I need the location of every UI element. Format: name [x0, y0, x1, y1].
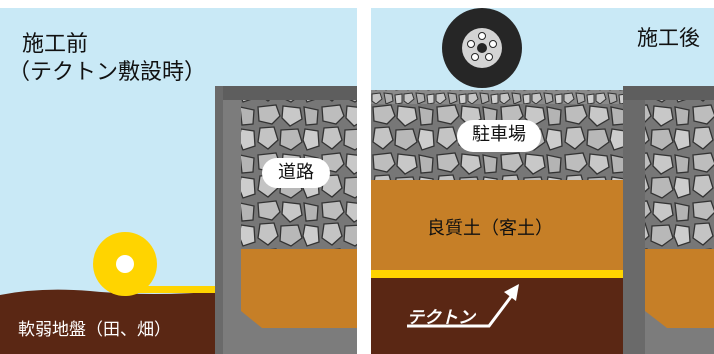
- tekton-label: テクトン: [407, 308, 475, 328]
- before-illustration: [0, 8, 357, 354]
- after-title: 施工後: [637, 26, 700, 50]
- soft-ground: [0, 289, 225, 354]
- soft-ground-label: 軟弱地盤（田、畑）: [18, 320, 171, 340]
- fill-soil: [371, 180, 623, 270]
- tekton-layer: [371, 270, 623, 278]
- before-title: 施工前: [22, 32, 89, 57]
- tekton-strip: [120, 286, 230, 293]
- road-gravel: [645, 100, 714, 249]
- road-subsoil: [645, 249, 714, 328]
- parking-surface: [371, 90, 623, 104]
- after-panel: 施工後 駐車場 良質土（客土） テクトン: [371, 8, 714, 354]
- fill-soil-label: 良質土（客土）: [427, 218, 553, 239]
- tire-icon: [442, 8, 522, 88]
- parking-label: 駐車場: [457, 120, 541, 152]
- tekton-roll-icon: [93, 232, 157, 296]
- arrow-icon: [407, 284, 519, 328]
- road-subsoil: [241, 249, 357, 328]
- road-label: 道路: [262, 158, 330, 188]
- after-illustration: [371, 8, 714, 354]
- before-panel: 施工前 （テクトン敷設時） 道路 軟弱地盤（田、畑）: [0, 8, 357, 354]
- before-subtitle: （テクトン敷設時）: [8, 60, 207, 85]
